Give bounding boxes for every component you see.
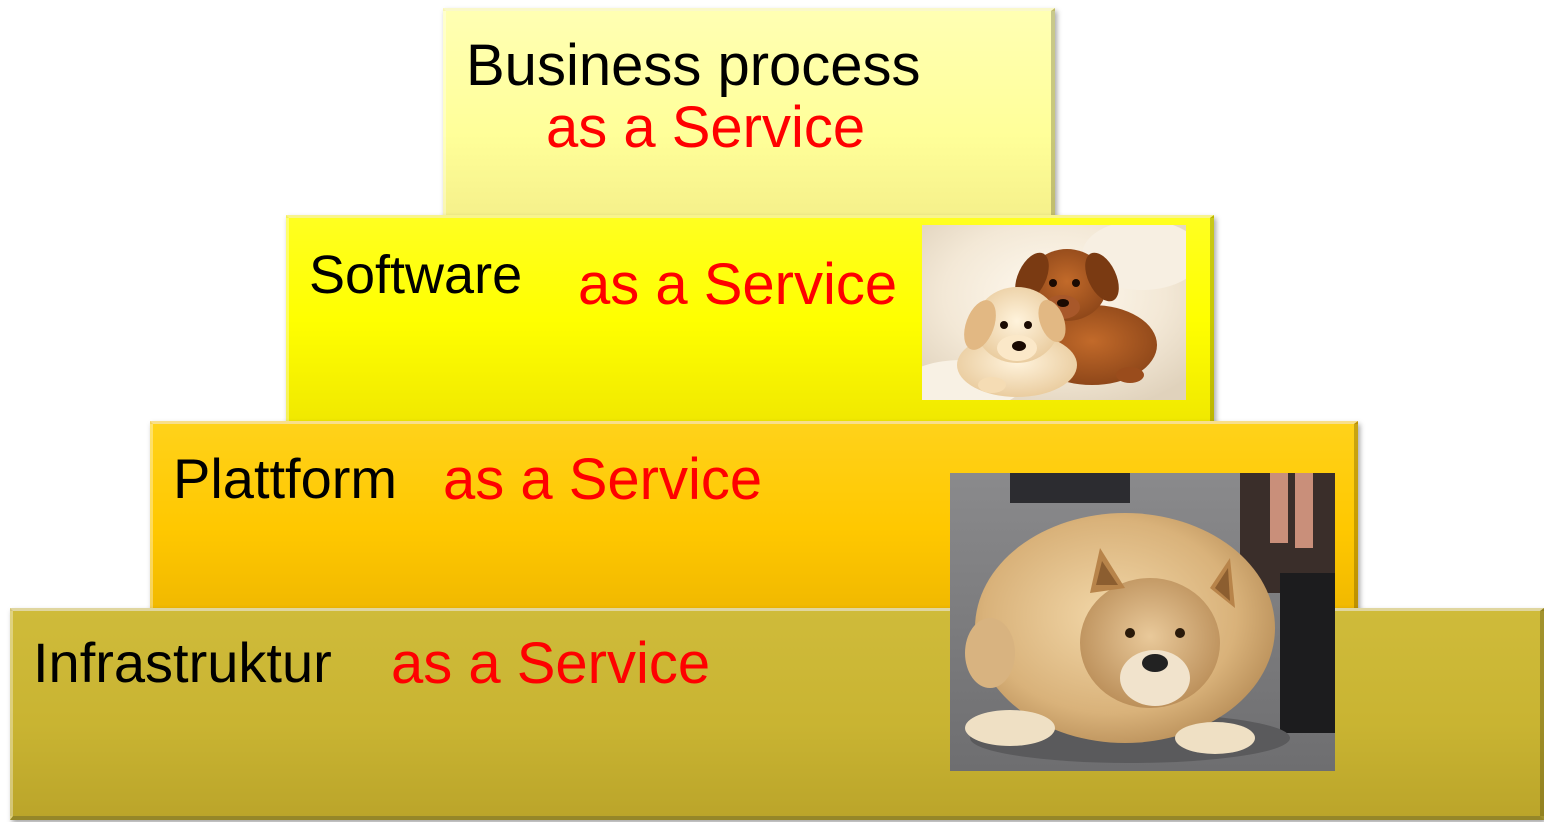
- layer-name: Software: [309, 245, 523, 305]
- layer-suffix: as a Service: [391, 631, 711, 696]
- layer-suffix: as a Service: [578, 252, 898, 317]
- layer-business-process: Business process as a Service: [443, 8, 1055, 222]
- layer-name: Business process: [466, 33, 921, 98]
- layer-name: Infrastruktur: [33, 631, 332, 694]
- fat-dog-photo: [950, 473, 1335, 771]
- layer-name: Plattform: [173, 447, 398, 510]
- two-puppies-photo: [922, 225, 1186, 400]
- layer-suffix: as a Service: [546, 95, 866, 160]
- layer-suffix: as a Service: [443, 447, 763, 512]
